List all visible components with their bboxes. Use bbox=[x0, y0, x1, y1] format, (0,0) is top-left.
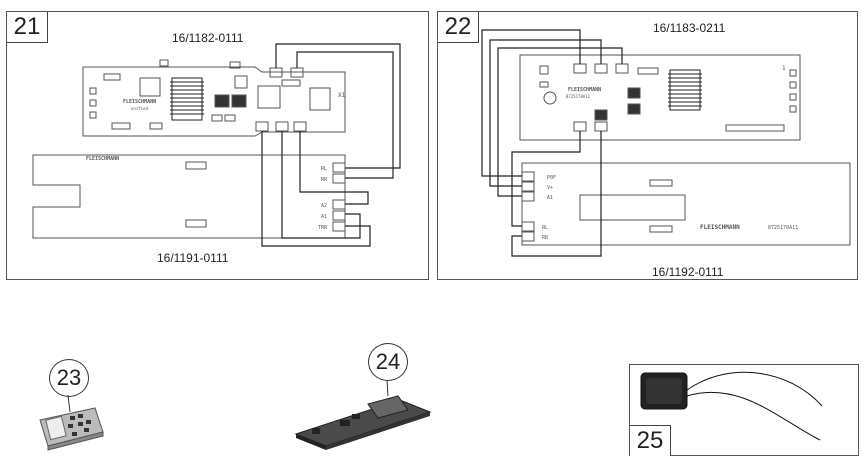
panel-22-pin-one: 1 bbox=[782, 65, 786, 72]
item-23-number: 23 bbox=[49, 359, 89, 397]
panel-21-top-part-number: 16/1182-0111 bbox=[172, 31, 244, 45]
panel-21-pin-trr: TRR bbox=[318, 225, 328, 231]
item-25-speaker-illustration bbox=[640, 371, 823, 441]
item-24-number: 24 bbox=[368, 343, 408, 381]
panel-22-bottom-part-number: 16/1192-0111 bbox=[652, 265, 724, 279]
panel-21-bottom-board bbox=[32, 154, 346, 239]
panel-22-pin-rr: RR bbox=[542, 235, 549, 241]
panel-21-wires bbox=[261, 43, 401, 247]
panel-22-bottom-brand-label: FLEISCHMANN bbox=[700, 224, 740, 231]
panel-21-pin-a2: A2 bbox=[321, 203, 327, 209]
panel-22-pin-a1: A1 bbox=[547, 195, 553, 201]
panel-22-bottom-code: 8725170A11 bbox=[768, 225, 798, 231]
panel-22-board-code: 8725170A11 bbox=[566, 94, 591, 99]
panel-21-number: 21 bbox=[7, 12, 48, 43]
panel-21-x1-label: X1 bbox=[338, 92, 346, 99]
panel-22-bottom-board bbox=[521, 162, 851, 246]
panel-22 bbox=[437, 11, 858, 280]
panel-22-pin-rl: RL bbox=[542, 225, 548, 231]
panel-21-bottom-brand-label: FLEISCHMANN bbox=[86, 156, 119, 162]
panel-22-top-part-number: 16/1183-0211 bbox=[653, 21, 726, 35]
item-23-module-illustration bbox=[39, 394, 104, 451]
panel-21 bbox=[6, 11, 429, 280]
panel-21-sub-label: unified bbox=[131, 106, 148, 111]
panel-22-wires bbox=[481, 29, 623, 257]
panel-22-decoder-board bbox=[519, 54, 801, 141]
panel-22-brand-label: FLEISCHMANN bbox=[568, 87, 601, 93]
panel-21-pin-a1: A1 bbox=[321, 214, 327, 220]
panel-22-number: 22 bbox=[438, 12, 479, 43]
panel-21-pin-rr: RR bbox=[321, 177, 328, 183]
panel-25-number: 25 bbox=[630, 425, 671, 456]
panel-22-pin-p0f: P0F bbox=[547, 175, 556, 181]
item-24-decoder-illustration bbox=[294, 379, 432, 450]
panel-21-decoder-board bbox=[82, 59, 346, 137]
panel-22-pin-vplus: V+ bbox=[547, 185, 553, 191]
panel-21-pin-rl: RL bbox=[321, 166, 327, 172]
panel-21-bottom-part-number: 16/1191-0111 bbox=[157, 251, 229, 265]
panel-21-brand-label: FLEISCHMANN bbox=[123, 99, 156, 105]
